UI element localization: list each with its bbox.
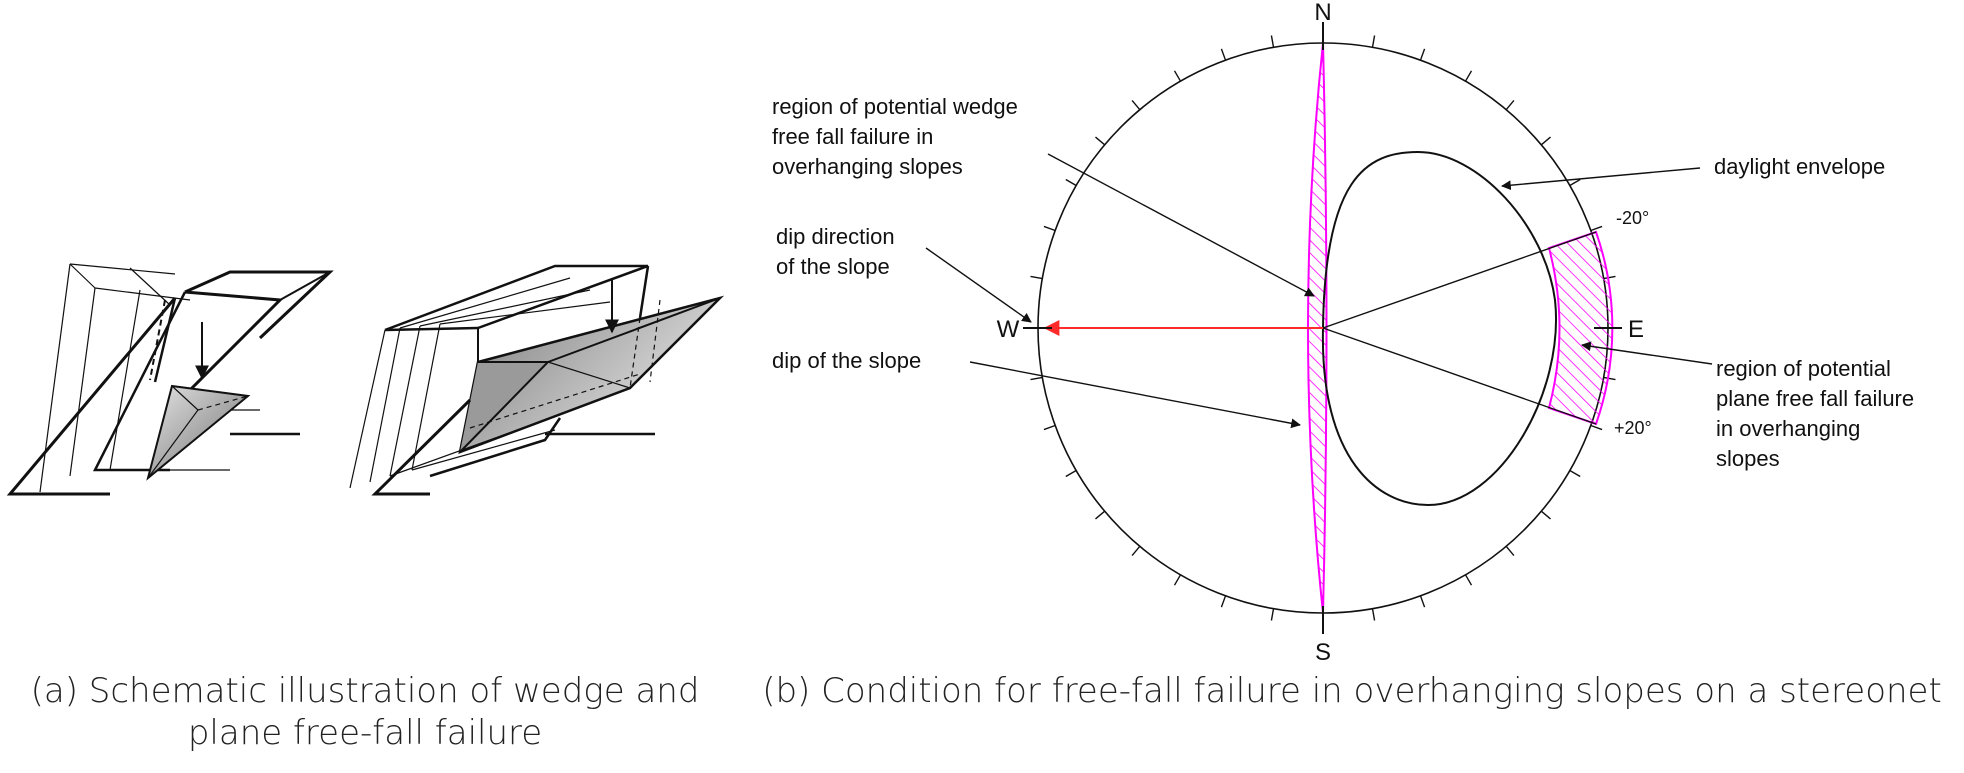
caption-a-line1: (a) Schematic illustration of wedge and [30,671,700,711]
dip-leader [969,361,1301,429]
degree-tick [1464,70,1473,82]
degree-tick [1220,595,1227,608]
degree-tick [1590,424,1603,431]
degree-tick [1371,35,1376,48]
degree-tick [1173,574,1182,586]
minus-20-label: -20° [1616,208,1649,228]
caption-a-line2: plane free-fall failure [187,713,543,753]
dip-direction-label: dip direction of the slope [776,224,901,279]
daylight-label: daylight envelope [1714,154,1885,179]
wedge-failure-sketch [6,263,334,496]
wedge-region-label: region of potential wedge free fall fail… [772,94,1024,179]
degree-tick [1540,136,1551,146]
degree-tick [1030,376,1043,381]
south-label: S [1315,639,1331,666]
degree-tick [1590,225,1603,232]
plus-20-label: +20° [1614,418,1652,438]
north-label: N [1314,0,1331,26]
degree-tick [1270,608,1275,621]
degree-tick [1043,225,1056,232]
degree-tick [1173,70,1182,82]
west-label: W [997,316,1020,343]
degree-tick [1419,48,1426,61]
dip-direction-leader [925,247,1032,323]
degree-tick [1464,574,1473,586]
caption-b-line: (b) Condition for free-fall failure in o… [762,671,1942,711]
degree-tick [1270,35,1275,48]
dip-label: dip of the slope [772,348,921,373]
stereonet: N S W E -20° +20° region of potential we… [772,0,1920,666]
degree-tick [1540,510,1551,520]
degree-tick [1505,100,1515,111]
daylight-leader [1501,167,1701,191]
degree-tick [1371,608,1376,621]
degree-tick [1569,469,1581,478]
degree-tick [1065,178,1077,187]
plane-failure-sketch [349,264,725,496]
degree-tick [1220,48,1227,61]
degree-tick [1419,595,1426,608]
east-label: E [1628,316,1644,343]
minus-20-line [1322,231,1597,329]
plane-region-label: region of potential plane free fall fail… [1716,356,1920,471]
degree-tick [1131,100,1141,111]
degree-tick [1569,178,1581,187]
caption-a: (a) Schematic illustration of wedge and … [0,670,730,754]
degree-ticks [1030,35,1616,621]
plane-region-leader [1581,341,1713,365]
degree-tick [1505,545,1515,556]
wedge-region-leader [1047,153,1315,297]
caption-b: (b) Condition for free-fall failure in o… [740,670,1964,712]
daylight-envelope [1321,150,1557,507]
degree-tick [1043,424,1056,431]
degree-tick [1065,469,1077,478]
degree-tick [1095,510,1106,520]
degree-tick [1131,545,1141,556]
degree-tick [1095,136,1106,146]
degree-tick [1030,275,1043,280]
plus-20-line [1322,327,1597,425]
